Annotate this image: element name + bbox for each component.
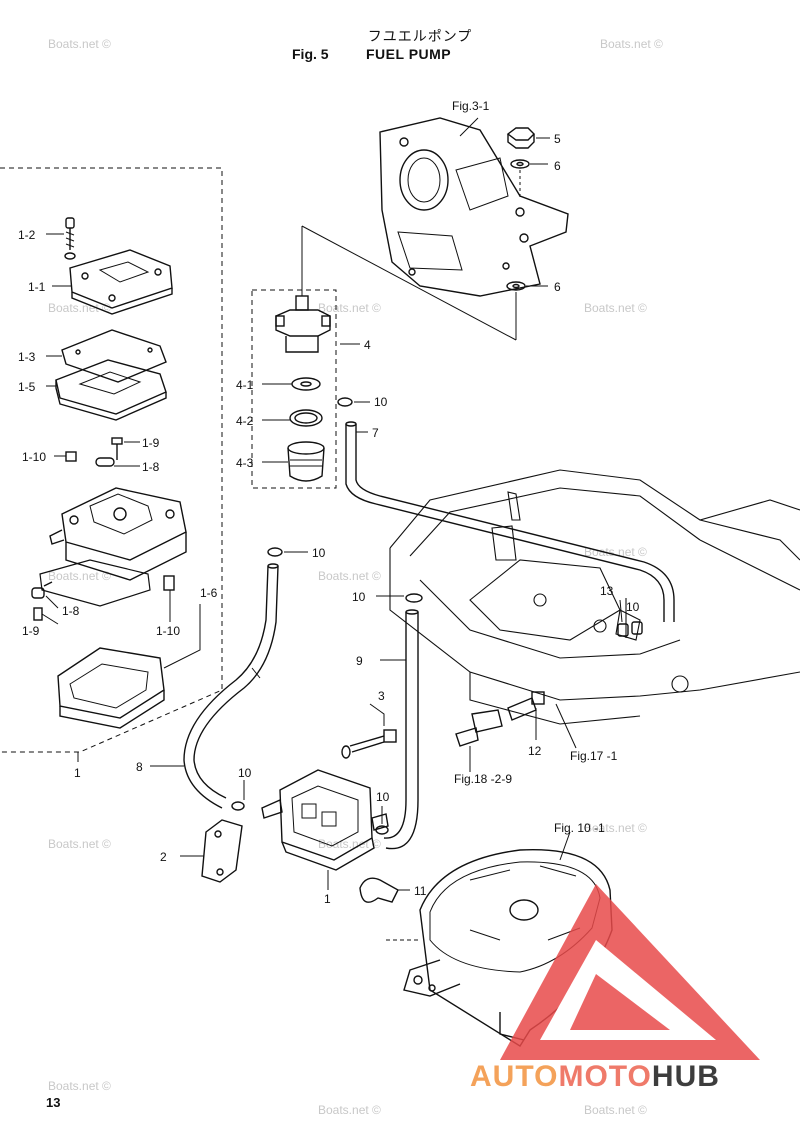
callout-5: 5 <box>554 132 561 146</box>
watermark-text: Boats.net © <box>318 569 381 583</box>
watermark-text: Boats.net © <box>318 1103 381 1117</box>
callout-1-3: 1-3 <box>18 350 36 364</box>
callout-1-5: 1-5 <box>18 380 36 394</box>
callout-6: 6 <box>554 280 561 294</box>
title-japanese: フユエルポンプ <box>367 28 473 44</box>
fuel-hose-7 <box>337 397 675 622</box>
watermark-text: Boats.net © <box>318 837 381 851</box>
leader-line <box>301 225 517 341</box>
watermark-text: Boats.net © <box>584 545 647 559</box>
part-callout-labels: Fig.3-1 5 6 6 4 4-1 4-2 4-3 10 7 1-2 1-1… <box>18 99 640 906</box>
brand-part-moto: MOTO <box>558 1060 652 1093</box>
fuel-connector-12 <box>455 691 577 772</box>
callout-11: 11 <box>414 884 427 898</box>
callout-10: 10 <box>238 766 252 780</box>
callout-10: 10 <box>374 395 388 409</box>
callout-4-2: 4-2 <box>236 414 254 428</box>
mounting-bolts-3 <box>341 703 397 759</box>
watermark-text: Boats.net © <box>48 37 111 51</box>
autmotohub-logo-triangle <box>500 884 760 1060</box>
filter-dashed-frame <box>251 289 337 489</box>
watermark-text: Boats.net © <box>48 301 111 315</box>
callout-1-10: 1-10 <box>22 450 46 464</box>
leader-lines-left <box>41 233 201 669</box>
diagram-title: FUEL PUMP <box>366 46 452 62</box>
callout-8: 8 <box>136 760 143 774</box>
watermark-text: Boats.net © <box>48 569 111 583</box>
callout-fig-18-2-9: Fig.18 -2-9 <box>454 772 512 786</box>
callout-1: 1 <box>74 766 81 780</box>
mount-bracket-fig3-1 <box>379 117 569 297</box>
fuel-hose-8 <box>150 547 308 809</box>
callout-10: 10 <box>352 590 366 604</box>
watermark-text: Boats.net © <box>584 301 647 315</box>
watermarks: Boats.net © Boats.net © Boats.net © Boat… <box>48 37 663 1117</box>
callout-10: 10 <box>626 600 640 614</box>
callout-7: 7 <box>372 426 379 440</box>
brand-part-hub: HUB <box>651 1060 720 1093</box>
callout-fig-17-1: Fig.17 -1 <box>570 749 618 763</box>
callout-9: 9 <box>356 654 363 668</box>
callout-3: 3 <box>378 689 385 703</box>
callout-1-8: 1-8 <box>142 460 160 474</box>
callout-4-3: 4-3 <box>236 456 254 470</box>
watermark-text: Boats.net © <box>584 821 647 835</box>
engine-powerhead-fig17-1 <box>389 469 800 725</box>
callout-fig-3-1: Fig.3-1 <box>452 99 490 113</box>
callout-6: 6 <box>554 159 561 173</box>
watermark-text: Boats.net © <box>584 1103 647 1117</box>
mount-plate-2 <box>180 819 243 883</box>
callout-4: 4 <box>364 338 371 352</box>
callout-1-6: 1-6 <box>200 586 218 600</box>
watermark-text: Boats.net © <box>48 837 111 851</box>
callout-10: 10 <box>312 546 326 560</box>
callout-1: 1 <box>324 892 331 906</box>
watermark-text: Boats.net © <box>318 301 381 315</box>
brand-part-auto: AUTO <box>470 1060 559 1093</box>
callout-1-1: 1-1 <box>28 280 46 294</box>
callout-12: 12 <box>528 744 542 758</box>
callout-1-9: 1-9 <box>142 436 160 450</box>
watermark-text: Boats.net © <box>48 1079 111 1093</box>
callout-1-2: 1-2 <box>18 228 36 242</box>
clip-13 <box>617 599 643 637</box>
fuel-pump-main <box>231 769 389 890</box>
callout-1-9: 1-9 <box>22 624 40 638</box>
callout-13: 13 <box>600 584 614 598</box>
callout-4-1: 4-1 <box>236 378 254 392</box>
callout-10: 10 <box>376 790 390 804</box>
fuel-filter-assembly <box>262 295 360 482</box>
page-number: 13 <box>46 1095 61 1110</box>
figure-number: Fig. 5 <box>292 46 329 62</box>
callout-fig-10-1: Fig. 10 -1 <box>554 821 605 835</box>
nut-and-washers <box>506 127 550 340</box>
callout-1-10: 1-10 <box>156 624 180 638</box>
watermark-text: Boats.net © <box>600 37 663 51</box>
callout-1-8: 1-8 <box>62 604 80 618</box>
callout-2: 2 <box>160 850 167 864</box>
watermark-brand-logo: AUTOMOTOHUB <box>470 1060 720 1094</box>
hose-clamp-11 <box>359 877 410 903</box>
fuel-hose-9 <box>376 593 423 850</box>
pump-cover-assembly <box>31 217 187 729</box>
exploded-parts-dashed-frame <box>0 167 223 753</box>
